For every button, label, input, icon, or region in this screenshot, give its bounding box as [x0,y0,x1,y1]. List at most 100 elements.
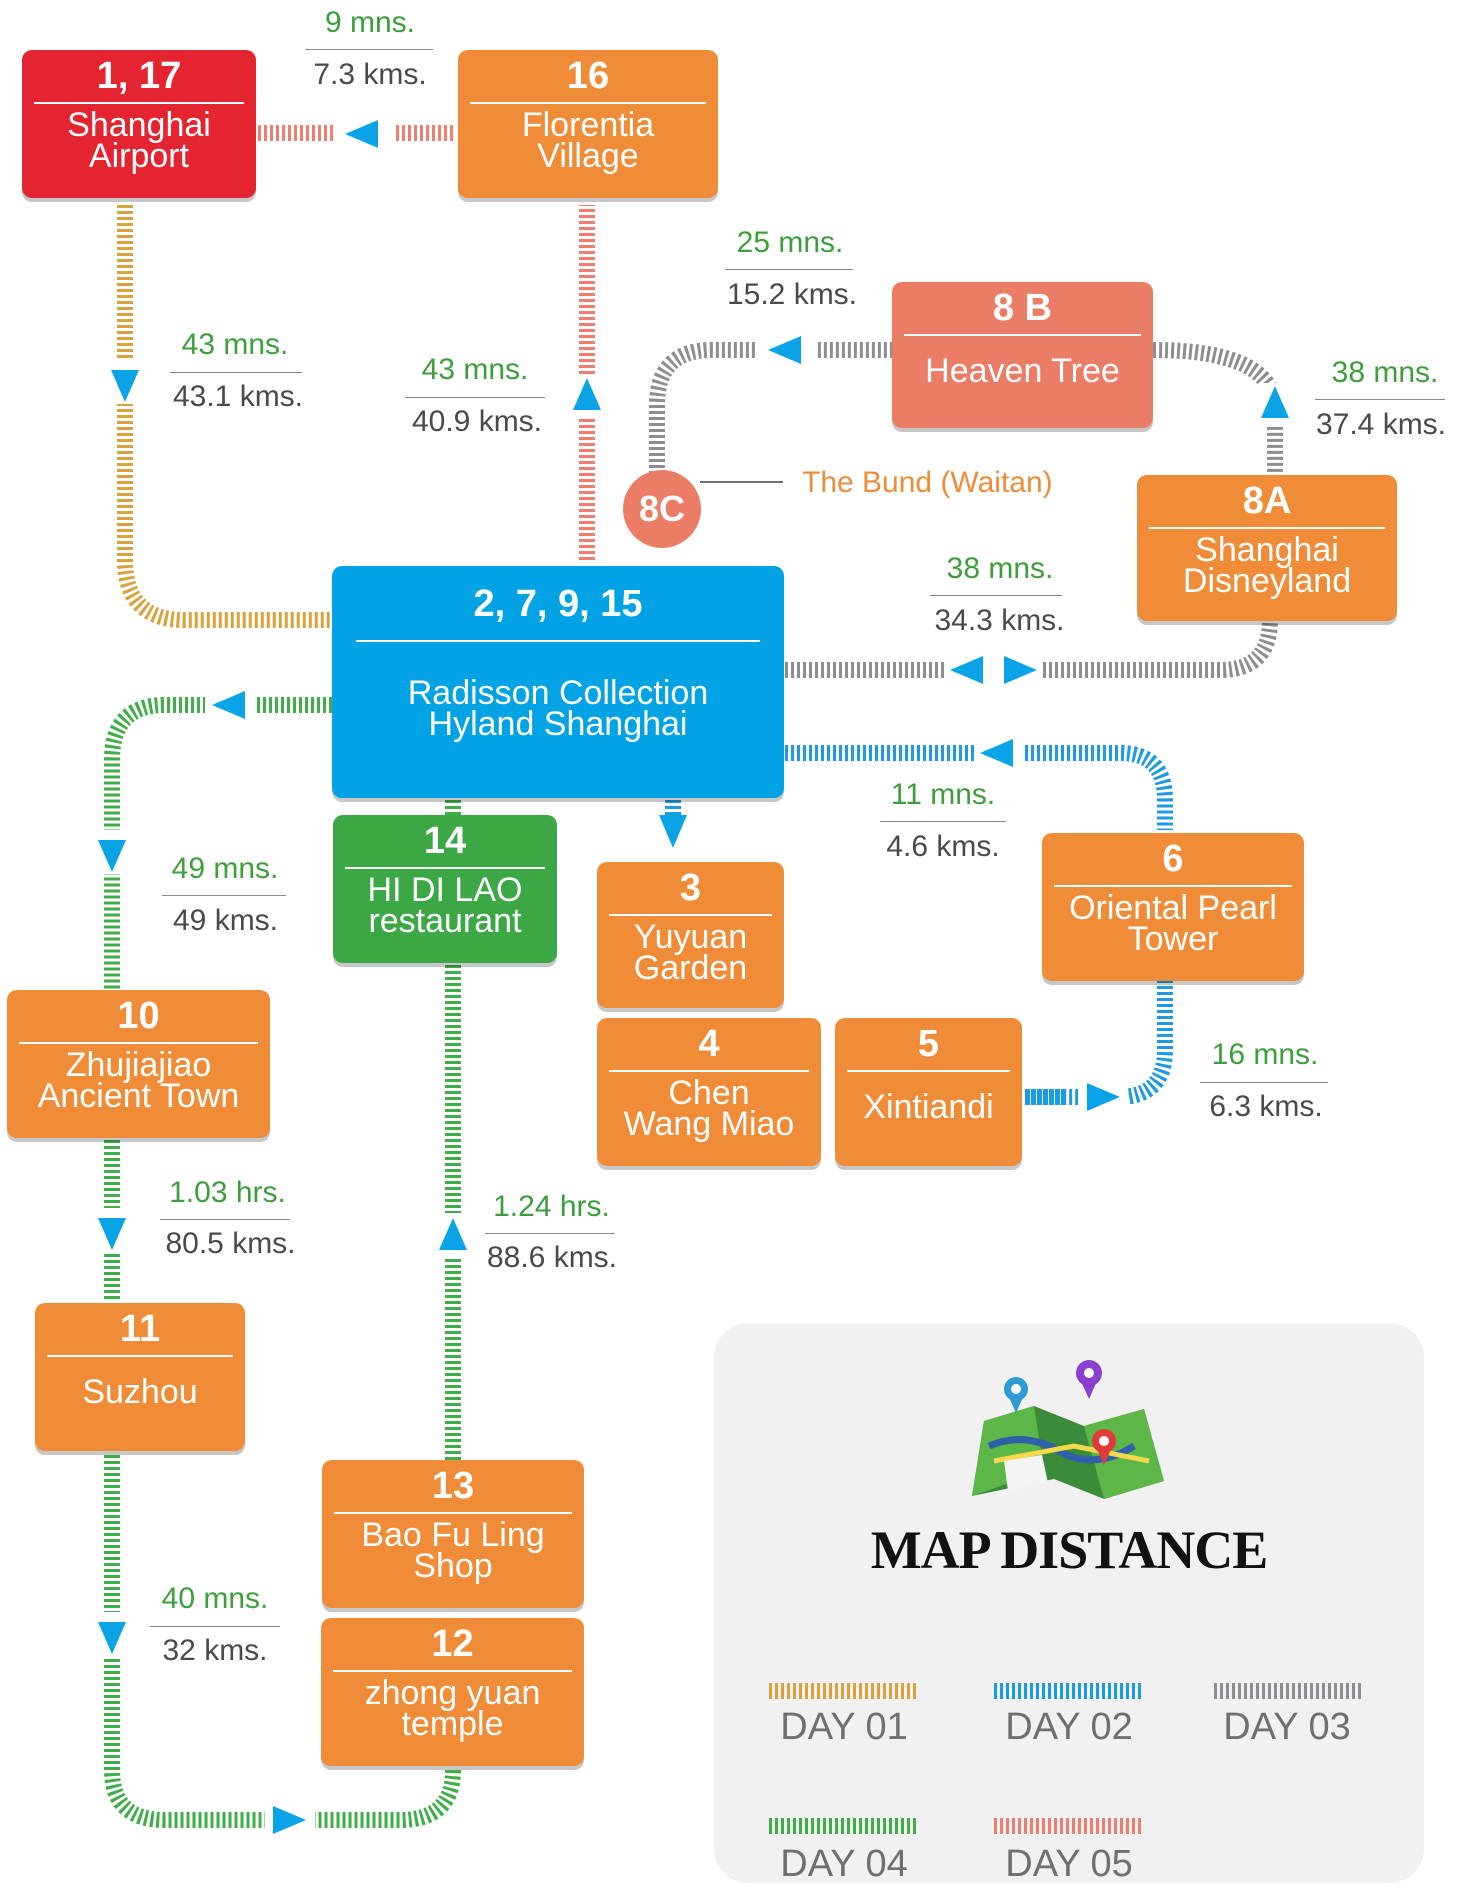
node-label: Yuyuan Garden [633,918,748,987]
node-label: Florentia Village [521,106,655,175]
dist-hotel-disney: 34.3 kms. [934,604,1065,637]
arrow-left-icon [212,691,245,719]
node-oriental-pearl-tower: 6 Oriental Pearl Tower [1042,833,1304,981]
route-heaven-disney [1152,342,1283,475]
dist-zhujiajiao-suzhou: 80.5 kms. [165,1227,296,1260]
arrow-left-icon [768,336,801,364]
dist-airport-florentia: 7.3 kms. [313,58,427,91]
route-bund-heaven [649,342,892,480]
node-shanghai-airport: 1, 17 Shanghai Airport [22,50,256,198]
legend-title: MAP DISTANCE [870,1520,1269,1580]
legend-day-05: DAY 05 [1005,1843,1133,1885]
dist-suzhou-zhongyuan: 32 kms. [162,1634,268,1667]
node-chen-wang-miao: 4 Chen Wang Miao [597,1018,821,1166]
dist-pearl-hotel: 4.6 kms. [886,830,1000,863]
arrow-up-icon [439,1218,467,1250]
node-label: Xintiandi [863,1088,994,1126]
dist-baofuling-hidilao: 88.6 kms. [486,1241,618,1274]
time-bund-heaven: 25 mns. [736,226,844,259]
legend-day-04: DAY 04 [780,1843,908,1885]
arrow-left-icon [345,120,378,148]
node-label: HI DI LAO restaurant [367,871,523,940]
node-bao-fu-ling-shop: 13 Bao Fu Ling Shop [322,1460,584,1608]
node-number: 8A [1242,480,1292,522]
arrow-down-icon [98,1218,126,1250]
folded-map-icon [972,1360,1164,1499]
callout-the-bund: The Bund (Waitan) [802,466,1053,499]
time-baofuling-hidilao: 1.24 hrs. [493,1190,610,1223]
node-number: 16 [566,55,610,97]
node-number: 13 [431,1465,475,1507]
legend-day-02: DAY 02 [1005,1706,1133,1748]
arrow-right-icon [1087,1083,1120,1111]
legend-panel: MAP DISTANCE DAY 01 DAY 02 DAY 03 DAY 04… [714,1323,1424,1885]
dist-heaven-disney: 37.4 kms. [1315,408,1447,441]
arrow-down-icon [659,815,687,848]
arrow-up-icon [573,378,601,410]
node-xintiandi: 5 Xintiandi [835,1018,1022,1166]
dist-bund-heaven: 15.2 kms. [726,278,858,311]
legend-swatch-day01 [769,1683,919,1699]
route-pearl-xintiandi [1025,980,1173,1105]
node-label: Chen Wang Miao [623,1074,795,1143]
legend-day-01: DAY 01 [780,1706,908,1748]
node-hi-di-lao: 14 HI DI LAO restaurant [333,815,557,963]
arrow-down-icon [98,840,126,872]
legend-swatch-day04 [769,1818,919,1834]
route-hotel-zhujiajiao [104,697,332,990]
node-number: 12 [431,1623,474,1665]
node-florentia-village: 16 Florentia Village [458,50,718,198]
time-hotel-disney: 38 mns. [946,552,1054,585]
route-network [98,120,1289,1834]
node-number: 5 [917,1023,940,1065]
legend-day-03: DAY 03 [1223,1706,1351,1748]
arrow-left-icon [950,656,983,684]
time-hotel-zhujiajiao: 49 mns. [171,852,279,885]
node-shanghai-disneyland: 8A Shanghai Disneyland [1137,475,1397,621]
node-label: Shanghai Disneyland [1182,531,1352,600]
time-xintiandi-pearl: 16 mns. [1211,1038,1319,1071]
node-zhong-yuan-temple: 12 zhong yuan temple [321,1618,584,1766]
arrow-right-icon [1004,656,1037,684]
node-radisson-hotel: 2, 7, 9, 15 Radisson Collection Hyland S… [332,566,784,798]
node-number: 4 [698,1023,720,1065]
dist-hotel-zhujiajiao: 49 kms. [172,904,279,937]
dist-xintiandi-pearl: 6.3 kms. [1209,1090,1323,1123]
dist-hotel-florentia: 40.9 kms. [411,405,543,438]
node-number: 8 B [992,287,1053,329]
time-airport-hotel: 43 mns. [181,328,289,361]
node-label: Radisson Collection Hyland Shanghai [407,674,709,743]
node-number: 11 [119,1308,161,1350]
legend-swatch-day02 [994,1683,1144,1699]
node-suzhou: 11 Suzhou [35,1303,245,1451]
node-yuyuan-garden: 3 Yuyuan Garden [597,862,784,1008]
time-hotel-florentia: 43 mns. [421,353,529,386]
route-airport-hotel [117,205,332,628]
time-airport-florentia: 9 mns. [324,6,416,39]
legend-swatch-day05 [994,1818,1144,1834]
node-heaven-tree: 8 B Heaven Tree [892,282,1153,428]
arrow-down-icon [98,1622,126,1654]
node-label: Suzhou [82,1373,198,1411]
node-label: Shanghai Airport [67,106,211,175]
dist-airport-hotel: 43.1 kms. [172,380,304,413]
arrow-right-icon [273,1806,306,1834]
arrow-left-icon [980,739,1013,767]
node-label: zhong yuan temple [364,1674,541,1743]
arrow-up-icon [1261,386,1289,418]
route-suzhou-zhongyuan [104,1455,461,1828]
node-zhujiajiao: 10 Zhujiajiao Ancient Town [7,990,270,1138]
node-number: 14 [423,820,467,862]
time-pearl-hotel: 11 mns. [890,778,996,811]
legend-swatch-day03 [1214,1683,1364,1699]
time-zhujiajiao-suzhou: 1.03 hrs. [169,1176,286,1209]
node-label: Zhujiajiao Ancient Town [37,1046,240,1115]
node-label: Oriental Pearl Tower [1069,889,1277,958]
route-pearl-hotel [785,745,1173,830]
node-number: 1, 17 [96,55,182,97]
time-heaven-disney: 38 mns. [1331,356,1439,389]
arrow-down-icon [111,370,139,402]
node-label: Bao Fu Ling Shop [361,1516,545,1585]
route-hotel-disney [785,619,1278,678]
node-the-bund-circle: 8C [623,470,701,548]
